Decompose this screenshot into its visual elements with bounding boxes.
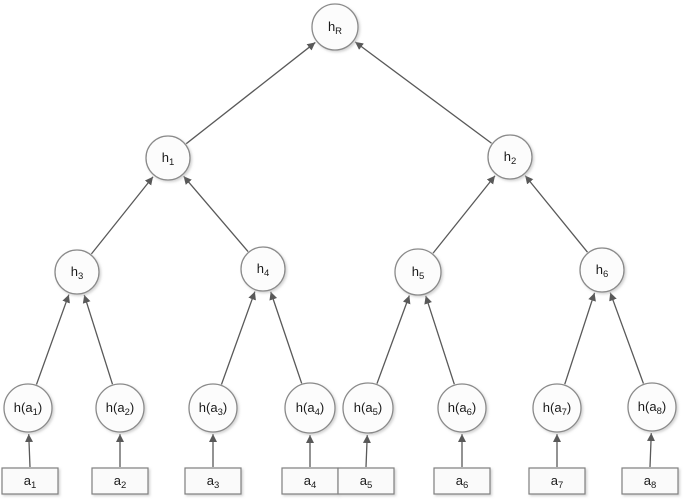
edge-ha6-h5 bbox=[424, 295, 455, 385]
block-a4: a4 bbox=[281, 467, 339, 495]
block-a6: a6 bbox=[433, 467, 491, 495]
node-hR: hR bbox=[311, 3, 359, 51]
node-label-ha7: h(a7) bbox=[543, 400, 571, 418]
node-label-a4: a4 bbox=[304, 473, 317, 491]
node-label-ha5: h(a5) bbox=[354, 400, 382, 418]
node-ha7: h(a7) bbox=[532, 383, 582, 433]
edge-ha8-h6 bbox=[609, 292, 645, 384]
node-label-a7: a7 bbox=[551, 473, 564, 491]
nodes-layer: hR h1 h2 h3 h4 h5 h6 h(a1) h(a2) h(a3) h(a4) h(a5) h… bbox=[1, 3, 679, 495]
node-label-a3: a3 bbox=[207, 473, 220, 491]
node-h1: h1 bbox=[145, 135, 191, 181]
edge-ha1-h3 bbox=[35, 294, 70, 385]
node-label-a5: a5 bbox=[360, 473, 373, 491]
node-h2: h2 bbox=[487, 134, 533, 180]
node-label-ha2: h(a2) bbox=[106, 400, 134, 418]
node-label-h2: h2 bbox=[504, 149, 517, 167]
node-label-a6: a6 bbox=[456, 473, 469, 491]
edge-ha2-h3 bbox=[82, 294, 114, 385]
node-ha4: h(a4) bbox=[284, 382, 336, 434]
block-a8: a8 bbox=[621, 467, 679, 495]
node-h6: h6 bbox=[579, 247, 625, 293]
node-label-ha8: h(a8) bbox=[638, 399, 666, 417]
edge-ha7-h6 bbox=[564, 292, 596, 385]
node-ha8: h(a8) bbox=[627, 382, 677, 432]
node-label-h5: h5 bbox=[412, 264, 425, 282]
node-label-h6: h6 bbox=[596, 262, 609, 280]
edge-h5-h2 bbox=[432, 175, 496, 254]
edge-a1-ha1 bbox=[25, 433, 34, 468]
node-ha1: h(a1) bbox=[3, 383, 53, 433]
node-ha6: h(a6) bbox=[437, 383, 487, 433]
node-label-a8: a8 bbox=[644, 473, 657, 491]
node-label-h3: h3 bbox=[71, 264, 84, 282]
node-h5: h5 bbox=[394, 248, 442, 296]
node-label-h4: h4 bbox=[257, 261, 270, 279]
node-label-hR: hR bbox=[328, 19, 342, 37]
edge-ha3-h4 bbox=[220, 291, 256, 385]
edge-ha5-h5 bbox=[376, 295, 411, 384]
edge-h2-hR bbox=[354, 41, 492, 144]
node-label-ha1: h(a1) bbox=[14, 400, 42, 418]
node-label-a1: a1 bbox=[24, 473, 37, 491]
node-h3: h3 bbox=[54, 249, 100, 295]
edge-h1-hR bbox=[185, 41, 316, 145]
block-a2: a2 bbox=[91, 467, 149, 495]
node-label-ha3: h(a3) bbox=[199, 400, 227, 418]
block-a3: a3 bbox=[184, 467, 242, 495]
edge-ha4-h4 bbox=[269, 291, 303, 384]
edge-h6-h2 bbox=[524, 175, 588, 253]
edge-h4-h1 bbox=[183, 175, 249, 252]
edge-a8-ha8 bbox=[646, 432, 655, 468]
node-ha3: h(a3) bbox=[188, 383, 238, 433]
node-label-a2: a2 bbox=[114, 473, 127, 491]
edges-layer bbox=[25, 41, 655, 468]
block-a5: a5 bbox=[337, 467, 395, 495]
node-h4: h4 bbox=[240, 246, 286, 292]
node-ha2: h(a2) bbox=[95, 383, 145, 433]
edge-a5-ha5 bbox=[362, 434, 371, 468]
node-label-h1: h1 bbox=[162, 150, 175, 168]
edge-h3-h1 bbox=[90, 176, 154, 255]
block-a1: a1 bbox=[1, 467, 59, 495]
node-label-ha4: h(a4) bbox=[296, 400, 324, 418]
block-a7: a7 bbox=[528, 467, 586, 495]
node-label-ha6: h(a6) bbox=[448, 400, 476, 418]
node-ha5: h(a5) bbox=[342, 382, 394, 434]
